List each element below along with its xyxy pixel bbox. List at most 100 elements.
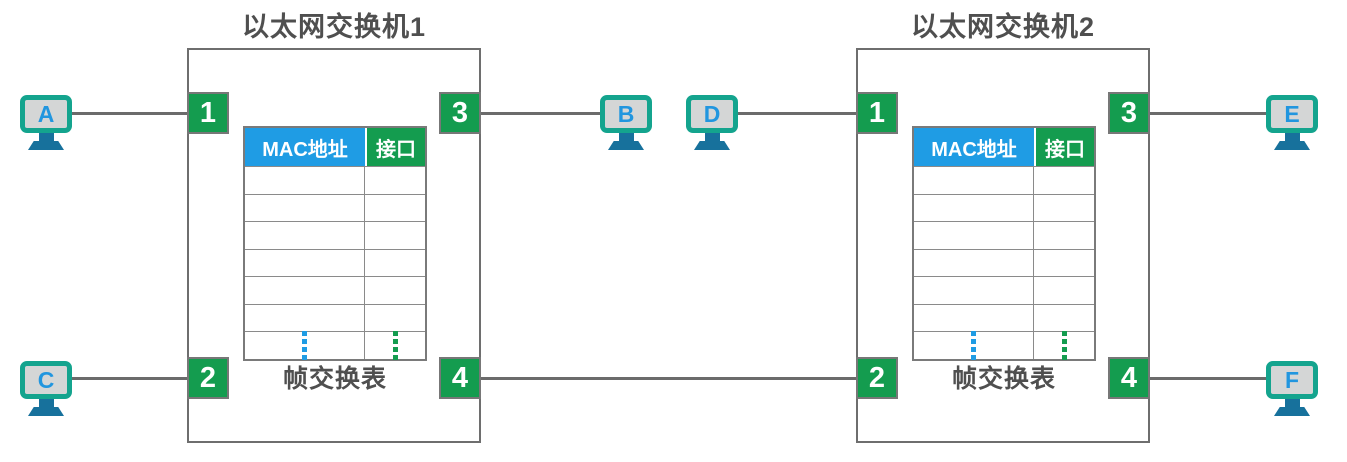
computer-monitor-icon: D (686, 95, 738, 133)
host-label: F (1284, 366, 1300, 393)
empty-mac-cell (245, 277, 365, 304)
empty-interface-cell (1034, 195, 1094, 222)
monitor-stand-neck (1284, 399, 1300, 407)
switch1-port-3: 3 (439, 92, 481, 134)
mac-address-header: MAC地址 (914, 128, 1034, 166)
empty-mac-cell (245, 304, 365, 331)
vertical-ellipsis-icon (392, 330, 398, 360)
empty-interface-cell (1034, 167, 1094, 194)
switch1-table-header: MAC地址 接口 (245, 128, 425, 166)
switch1-port-4: 4 (439, 357, 481, 399)
mac-ellipsis-cell (245, 330, 365, 360)
switch1-table-body (245, 166, 425, 331)
monitor-stand-base (28, 141, 64, 150)
computer-monitor-icon: E (1266, 95, 1318, 133)
host-E: E (1266, 95, 1318, 150)
mac-table-empty-row (914, 276, 1094, 304)
empty-mac-cell (914, 222, 1034, 249)
empty-interface-cell (365, 195, 425, 222)
link-hostA-switch1-port1 (70, 112, 188, 115)
switch1-port-1: 1 (187, 92, 229, 134)
interface-header: 接口 (1034, 128, 1094, 166)
vertical-ellipsis-icon (971, 330, 976, 360)
mac-table-empty-row (245, 248, 425, 277)
link-switch2-port4-hostF (1149, 377, 1267, 380)
mac-table-empty-row (914, 303, 1094, 332)
empty-mac-cell (914, 249, 1034, 276)
interface-ellipsis-cell (365, 330, 425, 360)
switch2-port-3: 3 (1108, 92, 1150, 134)
host-label: B (617, 100, 635, 127)
monitor-stand-neck (38, 133, 54, 141)
monitor-stand-neck (618, 133, 634, 141)
empty-mac-cell (914, 304, 1034, 331)
computer-monitor-icon: A (20, 95, 72, 133)
empty-interface-cell (365, 167, 425, 194)
mac-table-empty-row (245, 193, 425, 222)
switch1-mac-table: MAC地址 接口 (243, 126, 427, 361)
mac-table-empty-row (245, 166, 425, 194)
monitor-stand-neck (38, 399, 54, 407)
computer-monitor-icon: F (1266, 361, 1318, 399)
empty-interface-cell (365, 305, 425, 332)
link-hostC-switch1-port2 (70, 377, 188, 380)
mac-table-empty-row (245, 303, 425, 332)
empty-mac-cell (914, 277, 1034, 304)
empty-mac-cell (245, 167, 365, 194)
host-A: A (20, 95, 72, 150)
monitor-stand-base (608, 141, 644, 150)
switch1-table-ellipsis-row (245, 330, 425, 360)
empty-interface-cell (1034, 305, 1094, 332)
vertical-ellipsis-icon (302, 330, 307, 360)
empty-mac-cell (245, 249, 365, 276)
switch1-table-caption: 帧交换表 (282, 365, 387, 393)
host-label: A (37, 100, 55, 127)
host-C: C (20, 361, 72, 416)
host-B: B (600, 95, 652, 150)
switch2-port-1: 1 (856, 92, 898, 134)
monitor-stand-base (1274, 141, 1310, 150)
interface-ellipsis-cell (1034, 330, 1094, 360)
switch2-table-body (914, 166, 1094, 331)
empty-interface-cell (1034, 250, 1094, 277)
computer-monitor-icon: C (20, 361, 72, 399)
switch1-port-2: 2 (187, 357, 229, 399)
switch2-port-2: 2 (856, 357, 898, 399)
vertical-ellipsis-icon (1061, 330, 1067, 360)
mac-table-empty-row (914, 166, 1094, 194)
empty-mac-cell (914, 167, 1034, 194)
link-hostD-switch2-port1 (737, 112, 857, 115)
monitor-stand-base (1274, 407, 1310, 416)
computer-monitor-icon: B (600, 95, 652, 133)
empty-mac-cell (245, 222, 365, 249)
switch2-table-caption: 帧交换表 (951, 365, 1056, 393)
mac-table-empty-row (914, 248, 1094, 277)
switch1-title: 以太网交换机1 (241, 12, 427, 42)
switch2-table-ellipsis-row (914, 330, 1094, 360)
empty-mac-cell (245, 194, 365, 221)
switch2-table-header: MAC地址 接口 (914, 128, 1094, 166)
switch2-title: 以太网交换机2 (910, 12, 1096, 42)
monitor-stand-neck (704, 133, 720, 141)
switch2-mac-table: MAC地址 接口 (912, 126, 1096, 361)
mac-table-empty-row (914, 221, 1094, 249)
monitor-stand-base (694, 141, 730, 150)
mac-table-empty-row (914, 193, 1094, 222)
interface-header: 接口 (365, 128, 425, 166)
switch2-port-4: 4 (1108, 357, 1150, 399)
empty-interface-cell (365, 277, 425, 304)
empty-interface-cell (1034, 277, 1094, 304)
empty-interface-cell (365, 222, 425, 249)
mac-address-header: MAC地址 (245, 128, 365, 166)
host-D: D (686, 95, 738, 150)
link-switch1-port4-switch2-port2 (480, 377, 857, 380)
empty-interface-cell (365, 250, 425, 277)
empty-mac-cell (914, 194, 1034, 221)
mac-table-empty-row (245, 221, 425, 249)
mac-ellipsis-cell (914, 330, 1034, 360)
monitor-stand-neck (1284, 133, 1300, 141)
link-switch2-port3-hostE (1149, 112, 1267, 115)
monitor-stand-base (28, 407, 64, 416)
empty-interface-cell (1034, 222, 1094, 249)
